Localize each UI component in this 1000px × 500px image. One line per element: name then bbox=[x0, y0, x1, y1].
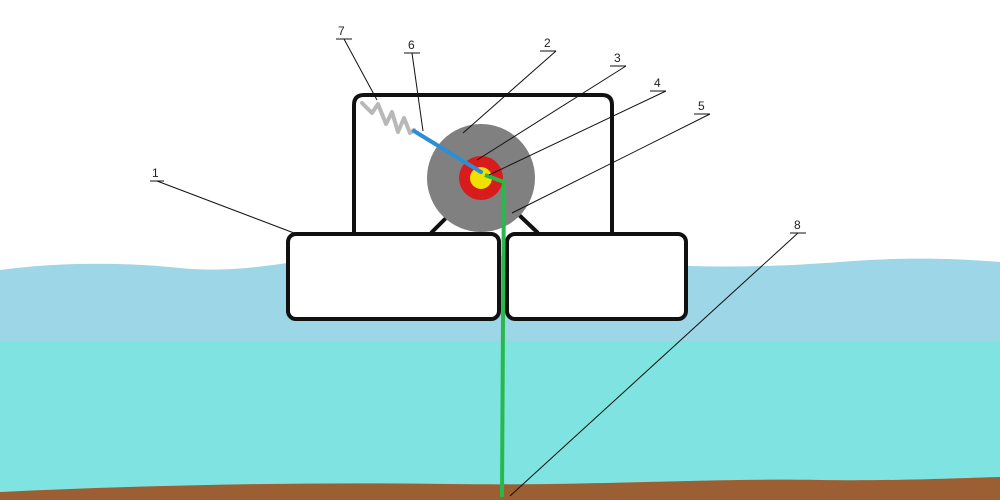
callout-6: 6 bbox=[404, 38, 424, 132]
callout-4: 4 bbox=[488, 76, 667, 176]
float-right bbox=[505, 232, 688, 321]
callout-1: 1 bbox=[150, 166, 295, 234]
callout-label-8: 8 bbox=[794, 218, 801, 232]
callout-label-1: 1 bbox=[152, 166, 159, 180]
callout-2: 2 bbox=[462, 36, 557, 134]
mooring-line bbox=[484, 173, 506, 498]
seabed bbox=[0, 477, 1000, 500]
float-left bbox=[286, 232, 501, 321]
deep-water bbox=[0, 341, 1000, 500]
callout-label-3: 3 bbox=[614, 51, 621, 65]
spring bbox=[360, 101, 416, 135]
connecting-rod bbox=[412, 129, 483, 174]
callout-label-6: 6 bbox=[408, 38, 415, 52]
callout-label-2: 2 bbox=[544, 36, 551, 50]
callout-label-5: 5 bbox=[698, 99, 705, 113]
callout-3: 3 bbox=[476, 51, 627, 161]
callout-8: 8 bbox=[509, 218, 806, 497]
spool-hub bbox=[470, 167, 492, 189]
housing bbox=[352, 93, 614, 233]
support-leg-right bbox=[516, 212, 540, 235]
callout-7: 7 bbox=[336, 24, 378, 101]
callout-label-7: 7 bbox=[338, 24, 345, 38]
callout-5: 5 bbox=[511, 99, 711, 214]
callout-label-4: 4 bbox=[654, 76, 661, 90]
